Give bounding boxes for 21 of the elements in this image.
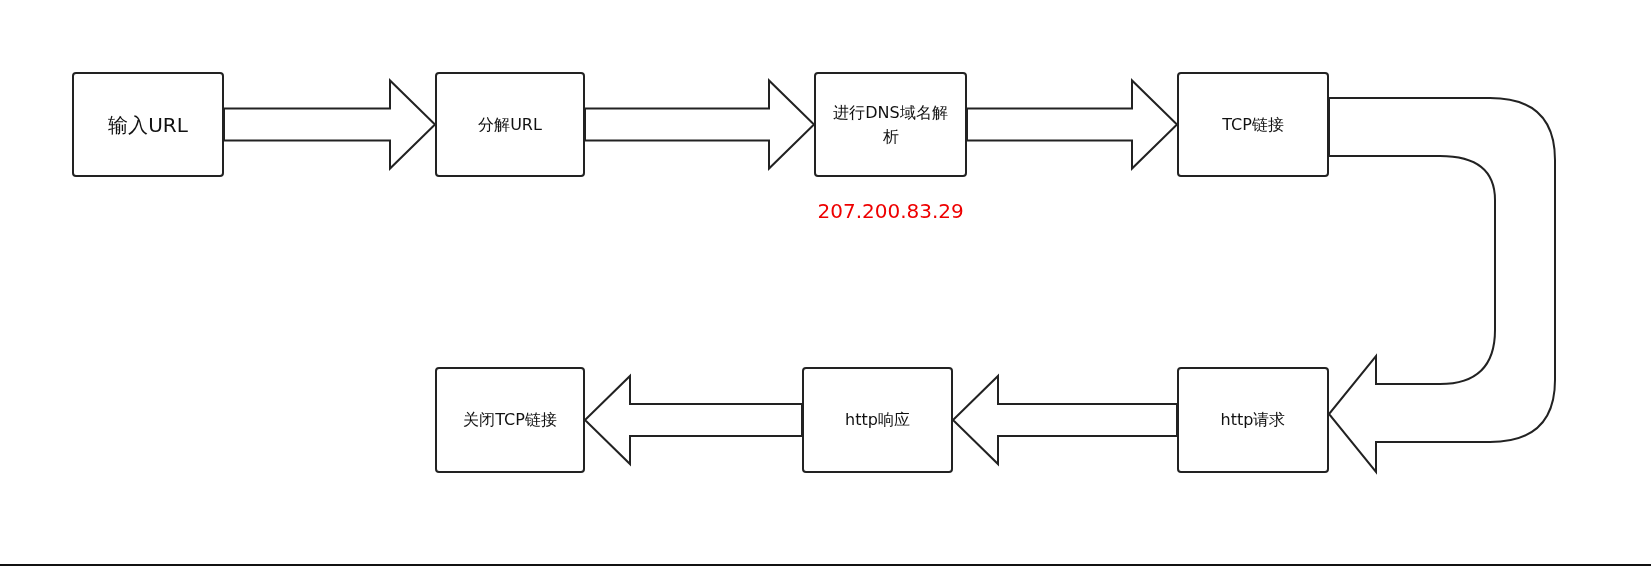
box-label: 输入URL [108, 111, 188, 139]
box-label: 分解URL [478, 113, 542, 136]
box-label: http响应 [845, 409, 910, 431]
block-arrow [1328, 97, 1556, 473]
process-box [435, 72, 585, 177]
box-label: http请求 [1220, 409, 1286, 431]
block-arrow [584, 78, 816, 171]
process-box [814, 72, 967, 177]
block-arrow [966, 78, 1179, 171]
ip-address-note: 207.200.83.29 [817, 199, 964, 223]
box-label: 关闭TCP链接 [463, 409, 557, 431]
box-label: 进行DNS域名解析 [832, 101, 949, 148]
box-label: TCP链接 [1222, 113, 1284, 136]
process-box [1177, 72, 1329, 177]
process-box [1177, 367, 1329, 473]
process-box [72, 72, 224, 177]
block-arrow [951, 373, 1178, 467]
block-arrow [223, 78, 437, 171]
block-arrow [583, 373, 803, 467]
process-box [802, 367, 953, 473]
process-box [435, 367, 585, 473]
